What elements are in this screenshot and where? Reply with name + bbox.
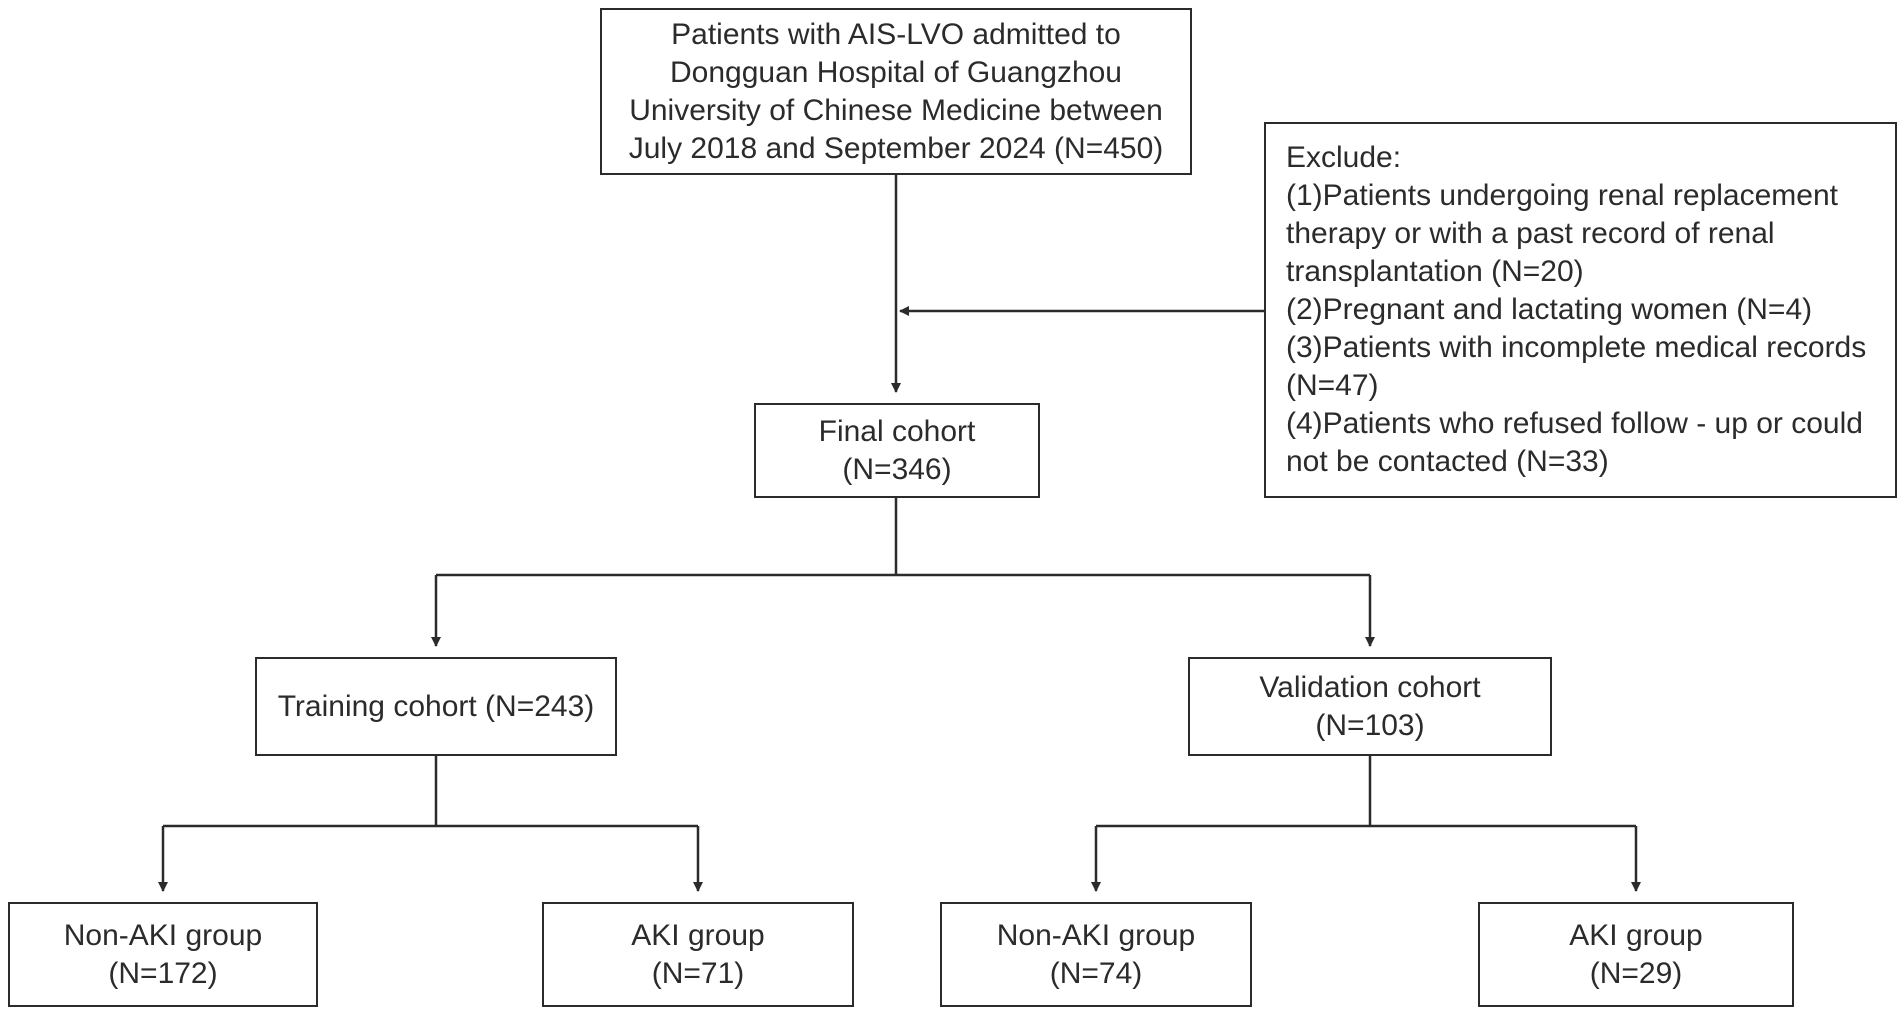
validation-cohort-count: (N=103) — [1315, 708, 1425, 742]
validation-aki-count: (N=29) — [1589, 956, 1683, 990]
validation-non-aki-group-box: Non-AKI group (N=74) — [940, 902, 1252, 1007]
validation-cohort-box: Validation cohort (N=103) — [1188, 657, 1552, 756]
validation-non-aki-count: (N=74) — [1049, 956, 1143, 990]
validation-non-aki-label: Non-AKI group — [996, 918, 1196, 952]
exclude-line-5: (2)Pregnant and lactating women (N=4) — [1286, 293, 1813, 326]
final-cohort-label: Final cohort — [818, 414, 976, 448]
exclude-line-8: (4)Patients who refused follow - up or c… — [1286, 407, 1863, 440]
exclude-line-7: (N=47) — [1286, 369, 1379, 402]
training-non-aki-group-box: Non-AKI group (N=172) — [8, 902, 318, 1007]
training-aki-count: (N=71) — [651, 956, 745, 990]
source-line-4: July 2018 and September 2024 (N=450) — [628, 131, 1164, 165]
training-aki-label: AKI group — [631, 918, 765, 952]
source-line-1: Patients with AIS-LVO admitted to — [671, 17, 1121, 51]
validation-aki-group-box: AKI group (N=29) — [1478, 902, 1794, 1007]
source-line-2: Dongguan Hospital of Guangzhou — [670, 55, 1122, 89]
exclude-line-6: (3)Patients with incomplete medical reco… — [1286, 331, 1867, 364]
final-cohort-box: Final cohort (N=346) — [754, 403, 1040, 498]
exclude-line-1: Exclude: — [1286, 141, 1402, 174]
source-population-box: Patients with AIS-LVO admitted to Donggu… — [600, 8, 1192, 175]
exclude-line-2: (1)Patients undergoing renal replacement — [1286, 179, 1838, 212]
validation-aki-label: AKI group — [1569, 918, 1703, 952]
exclude-line-4: transplantation (N=20) — [1286, 255, 1584, 288]
exclude-line-3: therapy or with a past record of renal — [1286, 217, 1775, 250]
exclude-line-9: not be contacted (N=33) — [1286, 445, 1609, 478]
training-non-aki-label: Non-AKI group — [63, 918, 263, 952]
exclusion-criteria-box: Exclude: (1)Patients undergoing renal re… — [1264, 122, 1897, 498]
final-cohort-count: (N=346) — [842, 452, 952, 486]
source-line-3: University of Chinese Medicine between — [629, 93, 1163, 127]
training-cohort-label: Training cohort (N=243) — [277, 689, 595, 723]
training-aki-group-box: AKI group (N=71) — [542, 902, 854, 1007]
training-cohort-box: Training cohort (N=243) — [255, 657, 617, 756]
training-non-aki-count: (N=172) — [108, 956, 218, 990]
validation-cohort-label: Validation cohort — [1259, 670, 1481, 704]
